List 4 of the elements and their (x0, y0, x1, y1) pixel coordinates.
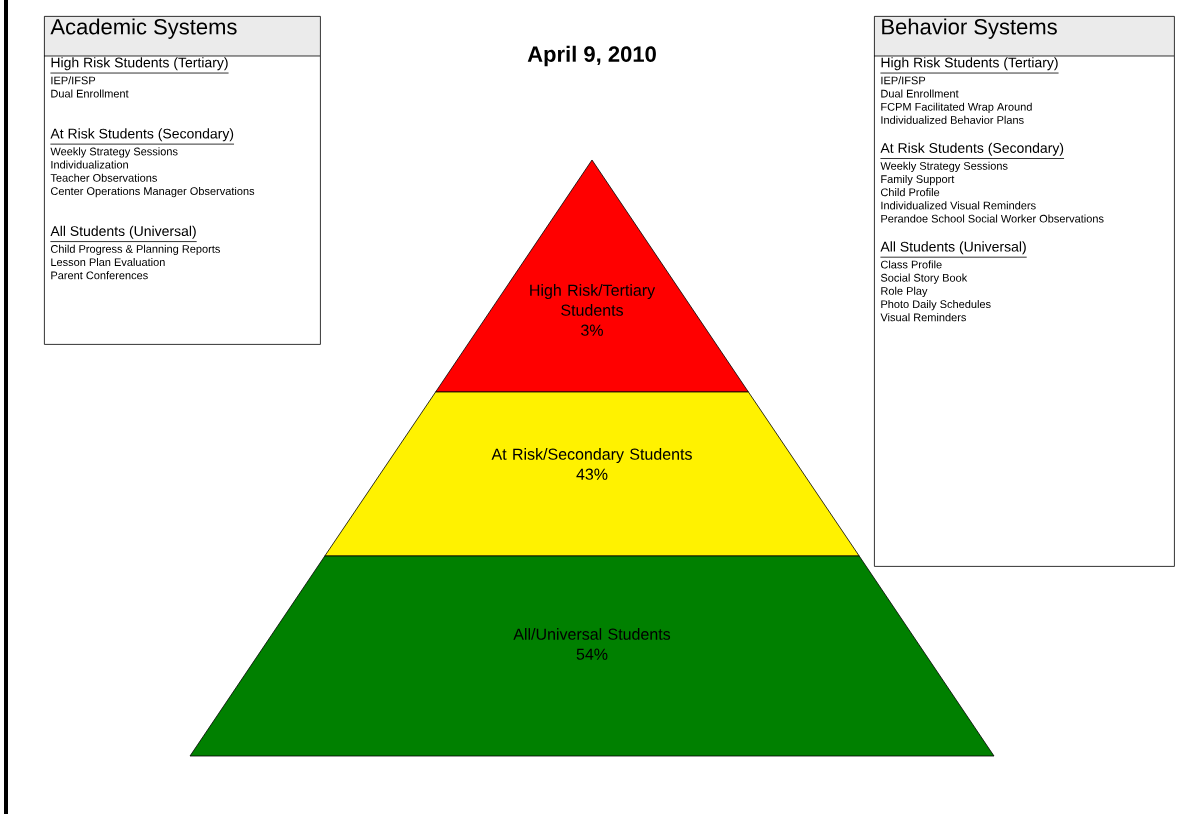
pyramid-tier: High Risk/Tertiary Students 3% (435, 159, 749, 393)
pyramid-tier: At Risk/Secondary Students 43% (324, 391, 860, 557)
pyramid-tier: All/Universal Students 54% (189, 555, 995, 757)
title: April 9, 2010 (527, 45, 656, 67)
